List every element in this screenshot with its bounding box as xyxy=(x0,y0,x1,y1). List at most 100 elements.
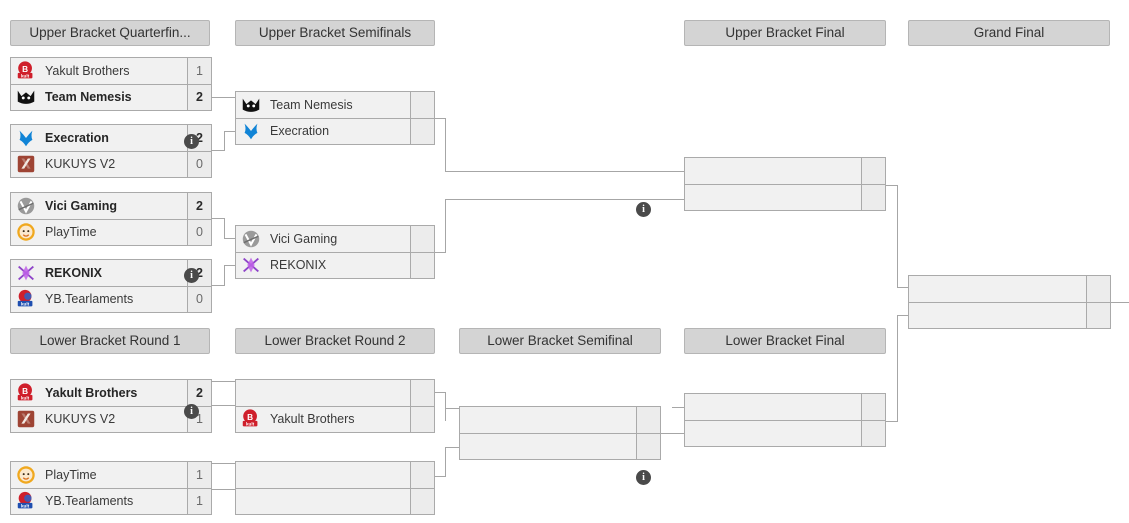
match-row-bottom[interactable]: PlayTime 0 xyxy=(11,218,211,245)
opponent-name: Execration xyxy=(45,130,109,145)
execration-logo xyxy=(11,125,41,151)
match-info-icon[interactable]: i xyxy=(184,404,199,419)
opponent-score: 0 xyxy=(187,151,211,177)
match-row-bottom[interactable]: kult YB.Tearlaments 0 xyxy=(11,285,211,313)
match-row-top[interactable]: Execration 2 xyxy=(11,125,211,151)
match-ub-semifinal-2[interactable]: Vici Gaming REKONIX i xyxy=(235,225,651,485)
match-info-icon[interactable]: i xyxy=(636,470,651,485)
match-row-top[interactable]: Team Nemesis xyxy=(236,92,434,118)
opponent-score: 1 xyxy=(187,488,211,514)
connector xyxy=(211,285,224,286)
match-lb-round1-2[interactable]: PlayTime 1 kult YB.Tearlaments 1 i xyxy=(10,461,212,515)
opponent-score xyxy=(861,420,885,446)
match-row-top[interactable] xyxy=(685,158,885,184)
match-ub-final[interactable]: i xyxy=(684,157,886,211)
opponent-name: Yakult Brothers xyxy=(45,63,130,78)
opponent-name: Execration xyxy=(270,124,330,139)
opponent-score: 0 xyxy=(187,286,211,312)
svg-text:kult: kult xyxy=(21,73,30,78)
round-header-grand-final[interactable]: Grand Final xyxy=(908,20,1110,46)
opponent-score xyxy=(861,158,885,184)
opponent-name: PlayTime xyxy=(45,225,97,240)
opponent-logo-placeholder xyxy=(236,489,266,515)
match-lb-round2-2[interactable]: i xyxy=(235,461,435,515)
match-row-top[interactable]: Vici Gaming xyxy=(236,226,434,252)
round-header-ub-quarterfinals[interactable]: Upper Bracket Quarterfin... xyxy=(10,20,210,46)
match-row-bottom[interactable] xyxy=(460,432,660,459)
match-info-icon[interactable]: i xyxy=(184,268,199,283)
opponent-name: KUKUYS V2 xyxy=(45,412,116,427)
match-ub-quarterfinal-4[interactable]: REKONIX 2 kult YB.Tearlaments 0 i xyxy=(10,259,212,313)
opponent-logo-placeholder xyxy=(236,462,266,488)
match-info-icon[interactable]: i xyxy=(184,134,199,149)
match-row-bottom[interactable]: KUKUYS V2 1 xyxy=(11,405,211,432)
connector xyxy=(224,131,235,132)
opponent-name: YB.Tearlaments xyxy=(45,292,134,307)
match-lb-final[interactable]: i xyxy=(684,393,886,447)
svg-text:B: B xyxy=(22,387,28,396)
round-header-lb-semifinal[interactable]: Lower Bracket Semifinal xyxy=(459,328,661,354)
connector xyxy=(445,199,446,253)
connector xyxy=(224,238,235,239)
round-header-lb-round2[interactable]: Lower Bracket Round 2 xyxy=(235,328,435,354)
match-row-top[interactable] xyxy=(460,407,660,433)
opponent-name: REKONIX xyxy=(45,265,102,280)
connector xyxy=(224,265,235,266)
round-header-lb-round1[interactable]: Lower Bracket Round 1 xyxy=(10,328,210,354)
match-row-top[interactable] xyxy=(236,462,434,488)
connector xyxy=(435,476,445,477)
match-ub-quarterfinal-3[interactable]: Vici Gaming 2 PlayTime 0 i xyxy=(10,192,212,419)
opponent-score: 1 xyxy=(187,462,211,488)
opponent-score xyxy=(861,394,885,420)
match-ub-quarterfinal-2[interactable]: Execration 2 KUKUYS V2 0 i xyxy=(10,124,212,283)
match-row-bottom[interactable]: kult YB.Tearlaments 1 xyxy=(11,487,211,514)
round-header-lb-final[interactable]: Lower Bracket Final xyxy=(684,328,886,354)
match-row-bottom[interactable] xyxy=(685,419,885,447)
match-row-bottom[interactable] xyxy=(236,487,434,515)
match-row-bottom[interactable]: REKONIX xyxy=(236,251,434,278)
match-row-top[interactable] xyxy=(685,394,885,420)
match-info-icon[interactable]: i xyxy=(636,202,651,217)
match-row-bottom[interactable] xyxy=(685,183,885,211)
opponent-logo-placeholder xyxy=(685,421,715,447)
match-row-bottom[interactable]: KUKUYS V2 0 xyxy=(11,150,211,177)
team-nemesis-logo xyxy=(236,92,266,118)
opponent-logo-placeholder xyxy=(236,380,266,406)
opponent-logo-placeholder xyxy=(909,303,939,329)
opponent-logo-placeholder xyxy=(685,185,715,211)
connector xyxy=(445,447,446,477)
opponent-name: Team Nemesis xyxy=(45,90,132,105)
match-ub-semifinal-1[interactable]: Team Nemesis Execration i xyxy=(235,91,651,217)
opponent-score xyxy=(410,462,434,488)
match-row-top[interactable]: PlayTime 1 xyxy=(11,462,211,488)
round-header-ub-semifinals[interactable]: Upper Bracket Semifinals xyxy=(235,20,435,46)
match-row-top[interactable] xyxy=(909,276,1110,302)
round-header-ub-final[interactable]: Upper Bracket Final xyxy=(684,20,886,46)
match-lb-semifinal[interactable]: i xyxy=(459,406,661,460)
connector xyxy=(224,131,225,151)
match-row-bottom[interactable]: Execration xyxy=(236,117,434,144)
connector xyxy=(224,265,225,286)
opponent-name: Team Nemesis xyxy=(270,97,353,112)
match-row-bottom[interactable] xyxy=(909,301,1110,329)
svg-text:kult: kult xyxy=(21,302,30,307)
match-row-top[interactable]: REKONIX 2 xyxy=(11,260,211,286)
match-row-top[interactable] xyxy=(236,380,434,406)
connector xyxy=(445,171,684,172)
connector xyxy=(897,315,898,422)
opponent-score xyxy=(636,433,660,459)
match-row-bottom[interactable]: Team Nemesis 2 xyxy=(11,83,211,110)
opponent-name: YB.Tearlaments xyxy=(45,494,134,509)
opponent-logo-placeholder xyxy=(909,276,939,302)
yb-tearlaments-logo: kult xyxy=(11,287,41,313)
match-grand-final[interactable]: i xyxy=(908,275,1111,329)
match-row-top[interactable]: Vici Gaming 2 xyxy=(11,193,211,219)
svg-text:kult: kult xyxy=(21,395,30,400)
